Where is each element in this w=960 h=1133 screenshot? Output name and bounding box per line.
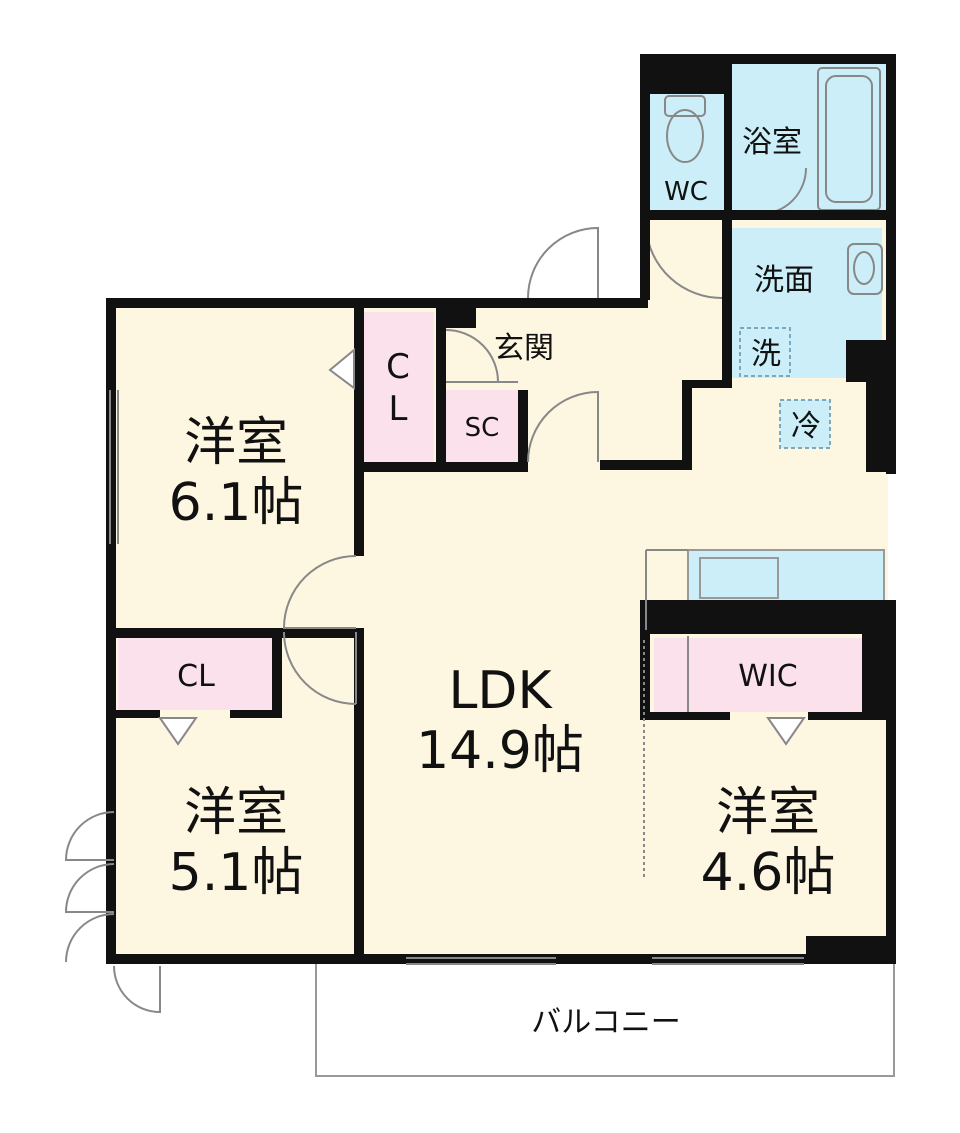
wash-basin [847, 243, 883, 295]
bathtub-inner [825, 75, 873, 203]
toilet-bowl [666, 109, 704, 163]
closet-a-area [362, 312, 434, 462]
labels: 洋室 6.1帖 洋室 5.1帖 洋室 4.6帖 LDK 14.9帖 C L SC… [169, 125, 836, 1040]
bedroom-c-size: 4.6帖 [701, 843, 836, 903]
closet-b-area [118, 638, 274, 710]
bedroom-b-name: 洋室 [184, 783, 288, 843]
closet-a-line1: C [386, 347, 410, 387]
fridge-box [779, 399, 831, 449]
washer-label: 洗 [751, 337, 781, 372]
shoe-closet-label: SC [465, 413, 500, 443]
bedroom-b-size: 5.1帖 [169, 843, 304, 903]
toilet-tank [664, 95, 706, 117]
washroom-label: 洗面 [754, 263, 814, 298]
entrance-label: 玄関 [494, 331, 554, 366]
shoe-closet-area [446, 390, 518, 462]
ldk-size: 14.9帖 [416, 721, 584, 781]
bedroom-a-name: 洋室 [184, 413, 288, 473]
bathroom-area [730, 62, 888, 214]
closet-b-label: CL [177, 659, 215, 694]
toilet-label: WC [664, 177, 708, 207]
washer-box [739, 327, 791, 377]
closet-a-line2: L [389, 389, 408, 429]
balcony-label: バルコニー [531, 1005, 680, 1040]
bathroom-label: 浴室 [742, 125, 802, 160]
sink [699, 557, 779, 599]
wic-label: WIC [738, 659, 797, 694]
bedroom-c-name: 洋室 [716, 783, 820, 843]
ldk-name: LDK [448, 661, 553, 721]
fridge-label: 冷 [791, 409, 821, 444]
bedroom-a-size: 6.1帖 [169, 473, 304, 533]
balcony-area [315, 961, 895, 1077]
openings [64, 226, 806, 1014]
